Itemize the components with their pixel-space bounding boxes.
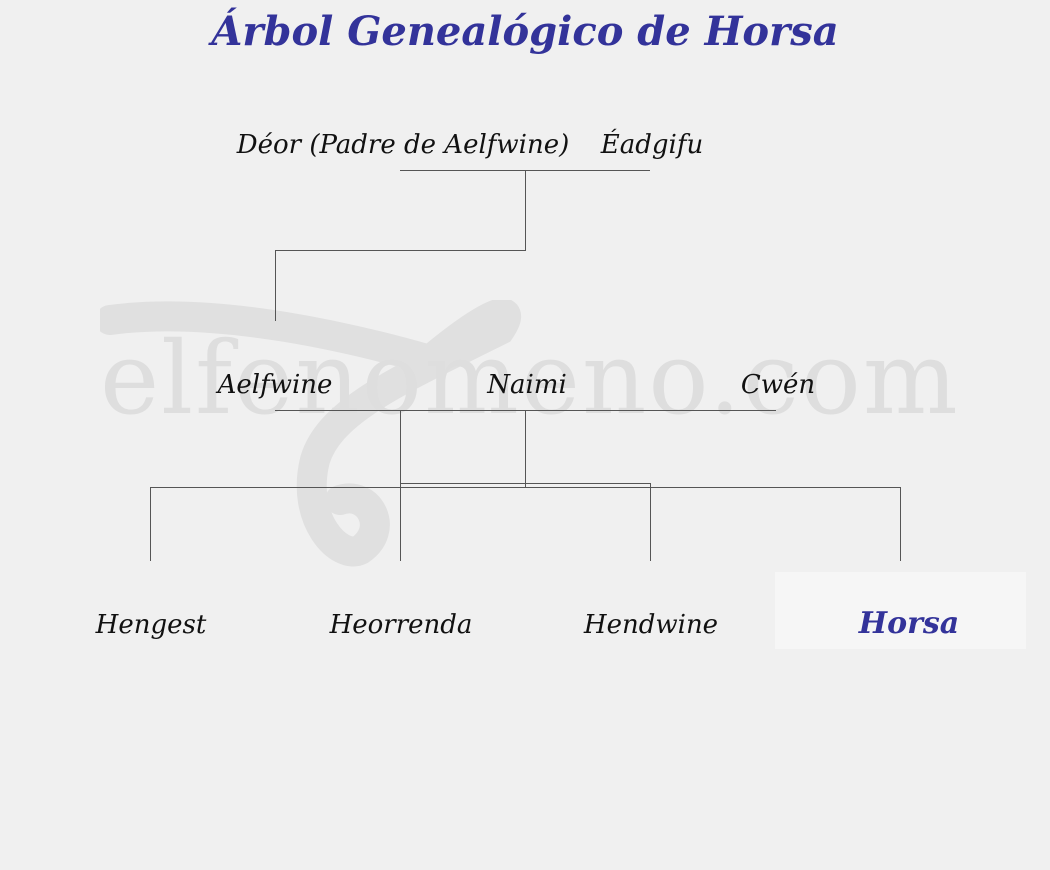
person-aelfwine[interactable]: Aelfwine bbox=[217, 370, 333, 400]
watermark: elfenomeno.com bbox=[100, 300, 960, 580]
person-naimi[interactable]: Naimi bbox=[487, 370, 567, 400]
featured-person-box bbox=[775, 572, 1026, 649]
person-heorrenda[interactable]: Heorrenda bbox=[329, 610, 473, 640]
person-eadgifu[interactable]: Éadgifu bbox=[600, 130, 704, 160]
page-title: Árbol Genealógico de Horsa bbox=[211, 8, 839, 55]
watermark-swirl-icon bbox=[100, 300, 522, 567]
person-horsa[interactable]: Horsa bbox=[858, 606, 960, 641]
person-deor[interactable]: Déor (Padre de Aelfwine) bbox=[236, 130, 570, 160]
person-hengest[interactable]: Hengest bbox=[95, 610, 207, 640]
person-hendwine[interactable]: Hendwine bbox=[583, 610, 719, 640]
person-cwen[interactable]: Cwén bbox=[740, 370, 816, 400]
watermark-text: elfenomeno.com bbox=[100, 320, 960, 437]
